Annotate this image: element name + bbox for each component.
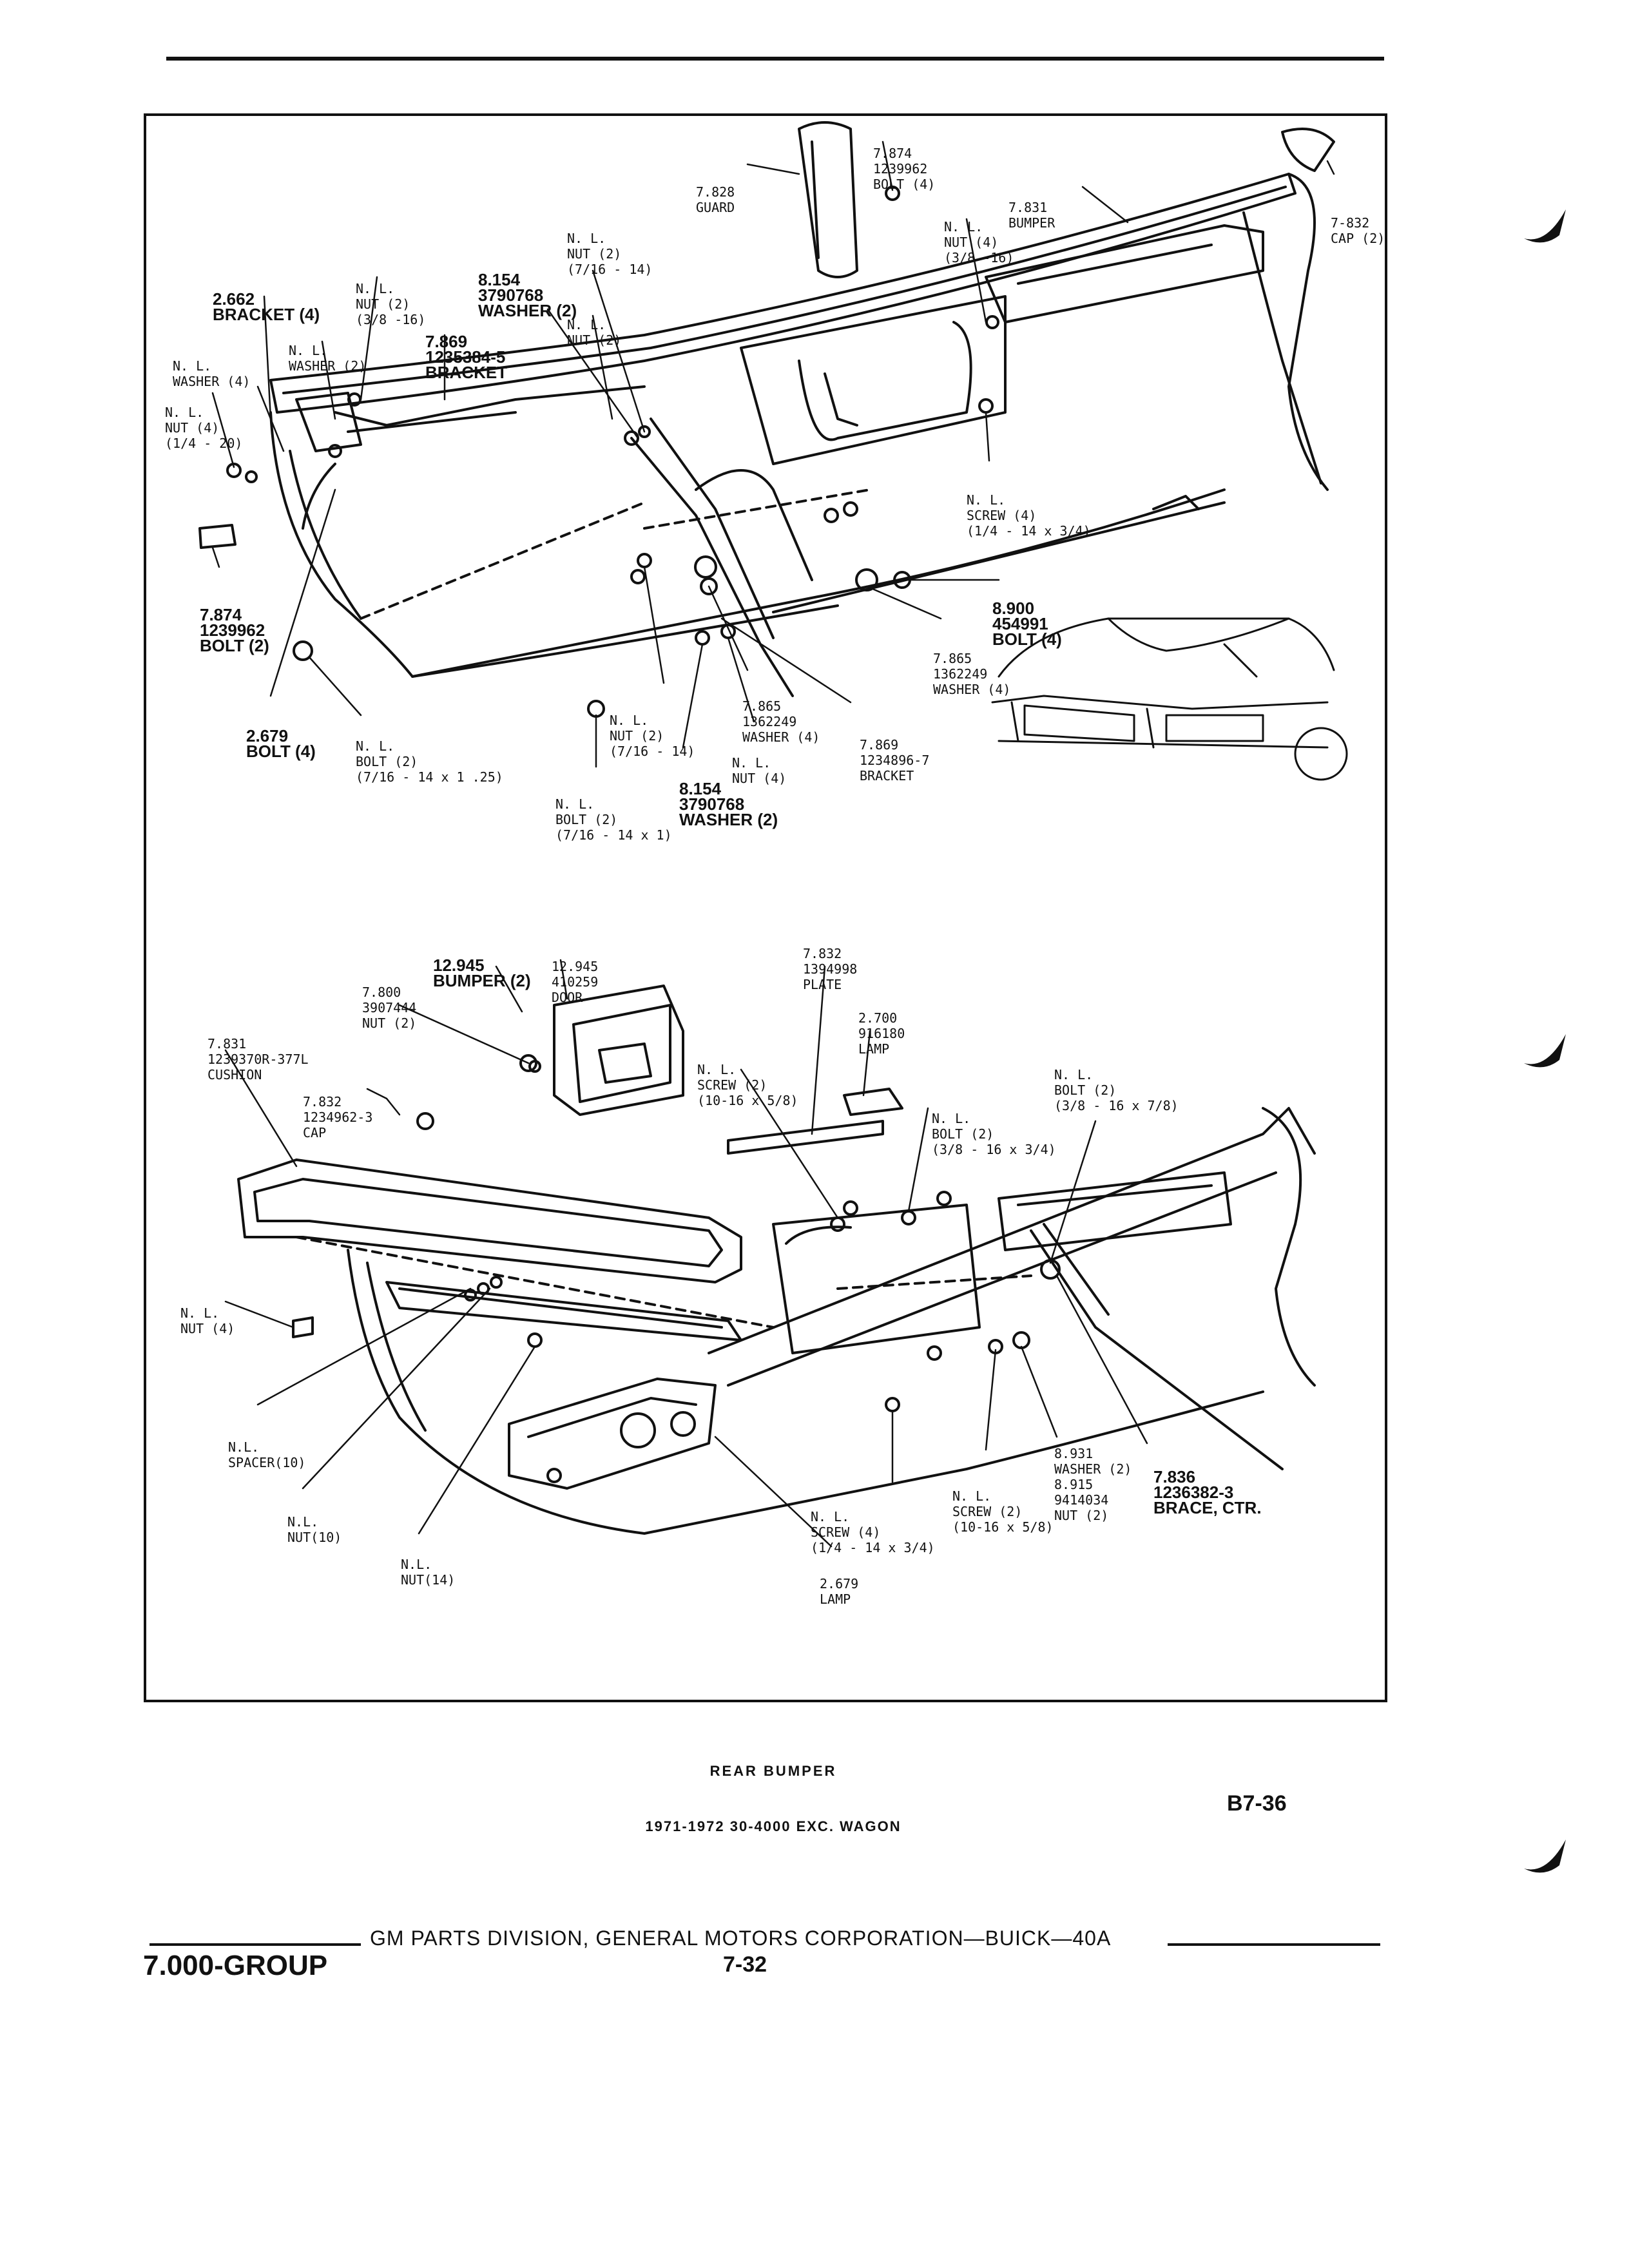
caption-subtitle: 1971-1972 30-4000 EXC. WAGON	[645, 1818, 901, 1834]
footer-page-number: 7-32	[723, 1952, 767, 1977]
footer-group: 7.000-GROUP	[143, 1950, 328, 1981]
car-rear-inset	[991, 617, 1348, 781]
callout-spacer-10: N.L.SPACER(10)	[228, 1439, 306, 1470]
callout-nut-2-mid: N. L.NUT (2)	[567, 317, 622, 348]
footer-rule-right	[1168, 1943, 1380, 1946]
callout-nut-4-center: N. L.NUT (4)	[732, 755, 787, 786]
callout-screw-10-16-upper: N. L.SCREW (2)(10-16 x 5/8)	[697, 1062, 798, 1108]
callout-nut-7-16-top: N. L.NUT (2)(7/16 - 14)	[567, 231, 653, 277]
top-rule	[166, 57, 1384, 61]
callout-bolt-3-8-3-4: N. L.BOLT (2)(3/8 - 16 x 3/4)	[932, 1111, 1056, 1157]
footer-publisher: GM PARTS DIVISION, GENERAL MOTORS CORPOR…	[370, 1927, 1112, 1950]
callout-screw-10-16-lower: N. L.SCREW (2)(10-16 x 5/8)	[952, 1488, 1054, 1535]
caption-title: REAR BUMPER	[709, 1763, 837, 1779]
margin-hook-2	[1524, 1034, 1566, 1068]
callout-nut-3-8-right: N. L.NUT (4)(3/8 -16)	[944, 219, 1014, 265]
bottom-bumper-assembly	[224, 959, 1316, 1548]
callout-bolt-3-8-7-8: N. L.BOLT (2)(3/8 - 16 x 7/8)	[1054, 1067, 1179, 1113]
callout-nut-7-16-center: N. L.NUT (2)(7/16 - 14)	[610, 713, 695, 759]
callout-nut-4-left: N. L.NUT (4)	[180, 1305, 235, 1336]
callout-bolt-7-16-1-25: N. L.BOLT (2)(7/16 - 14 x 1 .25)	[356, 738, 503, 785]
callout-washer-4-left: N. L.WASHER (4)	[173, 358, 251, 389]
diagram-caption: REAR BUMPER 1971-1972 30-4000 EXC. WAGON	[516, 1729, 1031, 1852]
diagram-frame	[144, 113, 1387, 1702]
callout-nut-3-8-left: N. L.NUT (2)(3/8 -16)	[356, 281, 426, 327]
callout-nut-14: N.L.NUT(14)	[401, 1557, 456, 1588]
page-code: B7-36	[1227, 1791, 1287, 1816]
footer-rule-left	[149, 1943, 361, 1946]
callout-washer-2-left: N. L.WASHER (2)	[289, 343, 367, 374]
callout-nut-10: N.L.NUT(10)	[287, 1514, 342, 1545]
callout-bolt-7-16-1: N. L.BOLT (2)(7/16 - 14 x 1)	[555, 796, 672, 843]
top-bumper-assembly	[198, 121, 1335, 768]
callout-nut-1-4-left: N. L.NUT (4)(1/4 - 20)	[165, 405, 243, 451]
margin-hook-1	[1524, 209, 1566, 243]
margin-hook-3	[1524, 1840, 1566, 1873]
callout-screw-1-4-top: N. L.SCREW (4)(1/4 - 14 x 3/4)	[967, 492, 1091, 539]
callout-screw-1-4-bottom: N. L.SCREW (4)(1/4 - 14 x 3/4)	[811, 1509, 935, 1555]
